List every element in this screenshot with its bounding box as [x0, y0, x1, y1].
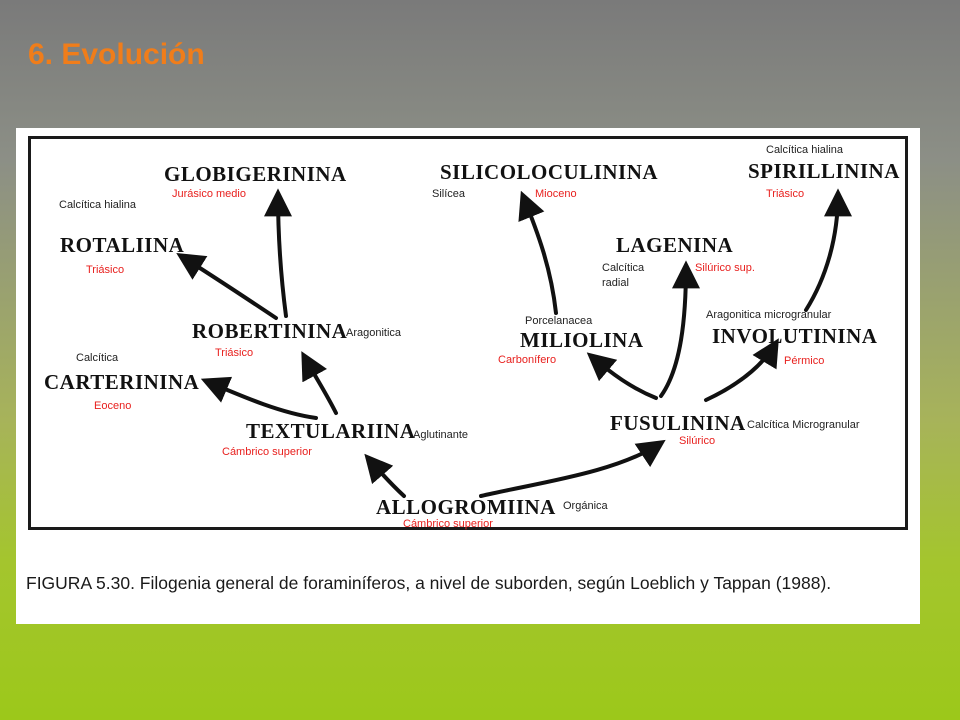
arrow-fusulinina-miliolina [586, 352, 658, 400]
arrow-textulariina-robertinina [301, 351, 338, 415]
age-miliolina: Carbonífero [498, 354, 557, 366]
taxon-miliolina: MILIOLINA [520, 328, 644, 352]
arrow-fusulinina-lagenina [659, 260, 700, 398]
age-lagenina: Silúrico sup. [695, 262, 755, 274]
arrow-miliolina-silicoloculinina [518, 190, 558, 315]
arrow-robertinina-rotaliina [176, 253, 278, 320]
taxon-globigerinina: GLOBIGERININA [164, 162, 347, 186]
arrow-robertinina-globigerinina [264, 188, 293, 318]
taxon-robertinina: ROBERTININA [192, 319, 348, 343]
slide-title: 6. Evolución [28, 38, 205, 71]
age-involutinina: Pérmico [784, 355, 825, 367]
taxon-silicoloculinina: SILICOLOCULININA [440, 160, 659, 184]
taxon-rotaliina: ROTALIINA [60, 233, 185, 257]
age-allogromiina: Cámbrico superior [403, 518, 493, 530]
taxon-involutinina: INVOLUTININA [712, 324, 878, 348]
arrow-allogromiina-textulariina [364, 453, 406, 498]
taxon-lagenina: LAGENINA [616, 233, 734, 257]
age-globigerinina: Jurásico medio [172, 188, 246, 200]
age-spirillinina: Triásico [766, 188, 805, 200]
taxon-textulariina: TEXTULARIINA [246, 419, 416, 443]
age-fusulinina: Silúrico [679, 435, 716, 447]
wall-carterinina: Calcítica [76, 352, 119, 364]
wall-miliolina: Porcelanacea [525, 315, 593, 327]
age-carterinina: Eoceno [94, 400, 132, 412]
arrow-textulariina-carterinina [200, 376, 318, 420]
taxon-carterinina: CARTERININA [44, 370, 200, 394]
age-textulariina: Cámbrico superior [222, 446, 312, 458]
diagram-frame [28, 136, 908, 530]
wall-allogromiina: Orgánica [563, 500, 608, 512]
wall-rotaliina: Calcítica hialina [59, 199, 137, 211]
wall-silicoloculinina: Silícea [432, 188, 466, 200]
wall-lagenina-line2: radial [602, 277, 629, 289]
arrow-involutinina-spirillinina [804, 188, 852, 312]
arrow-fusulinina-involutinina [704, 338, 779, 402]
figure-caption: FIGURA 5.30. Filogenia general de forami… [26, 573, 832, 593]
taxon-spirillinina: SPIRILLININA [748, 159, 900, 183]
wall-spirillinina: Calcítica hialina [766, 144, 844, 156]
arrow-allogromiina-fusulinina [479, 439, 666, 498]
wall-robertinina: Aragonitica [346, 327, 402, 339]
wall-fusulinina: Calcítica Microgranular [747, 419, 860, 431]
taxon-allogromiina: ALLOGROMIINA [376, 495, 556, 519]
age-silicoloculinina: Mioceno [535, 188, 577, 200]
age-robertinina: Triásico [215, 347, 254, 359]
phylogeny-arrows [176, 188, 852, 498]
age-rotaliina: Triásico [86, 264, 125, 276]
wall-textulariina: Aglutinante [413, 429, 469, 441]
wall-lagenina-line1: Calcítica [602, 262, 645, 274]
taxon-fusulinina: FUSULININA [610, 411, 746, 435]
phylogeny-figure: GLOBIGERININA ROTALIINA ROBERTININA CART… [16, 128, 920, 624]
wall-involutinina: Aragonitica microgranular [706, 309, 832, 321]
